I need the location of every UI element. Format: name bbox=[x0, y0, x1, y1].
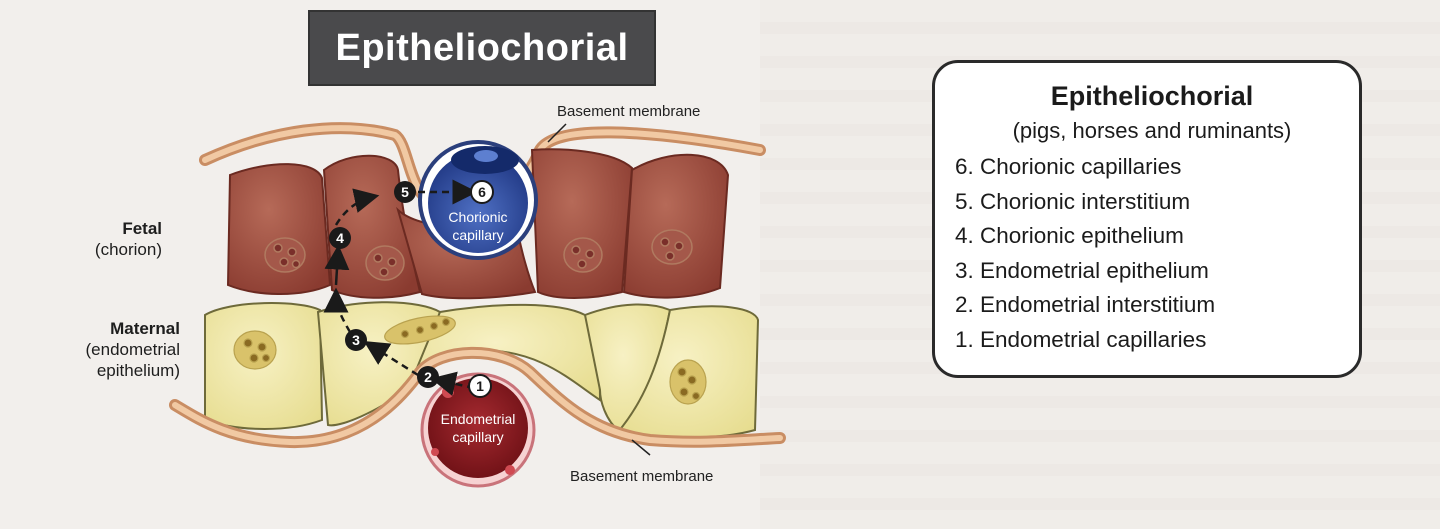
step-1: 1 bbox=[468, 374, 492, 398]
legend-item: 4. Chorionic epithelium bbox=[955, 223, 1184, 248]
maternal-label-sub2: epithelium) bbox=[96, 361, 180, 380]
legend-subtitle: (pigs, horses and ruminants) bbox=[1012, 118, 1292, 143]
fetal-cell bbox=[622, 153, 730, 299]
step-2: 2 bbox=[417, 366, 439, 388]
step-4: 4 bbox=[329, 227, 351, 249]
legend-title: Epitheliochorial bbox=[1050, 81, 1254, 111]
svg-text:6: 6 bbox=[478, 184, 486, 200]
transfer-pathway bbox=[323, 179, 478, 396]
chorionic-capillary-label-2: capillary bbox=[452, 227, 503, 243]
legend-item: 2. Endometrial interstitium bbox=[955, 292, 1216, 317]
svg-text:1: 1 bbox=[476, 378, 484, 394]
fetal-cell bbox=[226, 163, 332, 295]
legend-item: 5. Chorionic interstitium bbox=[955, 188, 1191, 214]
endometrial-capillary-label-2: capillary bbox=[452, 429, 503, 445]
maternal-label-sub1: (endometrial bbox=[85, 340, 181, 359]
diagram-title: Epitheliochorial bbox=[308, 10, 656, 86]
svg-text:4: 4 bbox=[336, 230, 344, 246]
step-5: 5 bbox=[394, 181, 416, 203]
fetal-label-title: Fetal bbox=[122, 219, 162, 238]
fetal-label: Fetal (chorion) bbox=[40, 218, 162, 260]
legend-box: Epitheliochorial (pigs, horses and rumin… bbox=[932, 60, 1362, 378]
legend-item: 1. Endometrial capillaries bbox=[955, 326, 1207, 352]
placenta-diagram: Chorionic capillary Endometrial capillar… bbox=[169, 122, 786, 488]
fetal-label-sub: (chorion) bbox=[94, 240, 162, 259]
maternal-label-title: Maternal bbox=[110, 319, 180, 338]
legend-list: 6. Chorionic capillaries 5. Chorionic in… bbox=[955, 150, 1339, 357]
svg-text:2: 2 bbox=[424, 369, 432, 385]
svg-text:3: 3 bbox=[352, 332, 360, 348]
basement-membrane-bottom-label: Basement membrane bbox=[570, 468, 714, 485]
step-3: 3 bbox=[345, 329, 367, 351]
step-markers: 1 2 3 4 5 6 bbox=[329, 180, 494, 398]
fetal-cell bbox=[530, 148, 634, 299]
chorionic-capillary-label-1: Chorionic bbox=[448, 209, 507, 225]
maternal-label: Maternal (endometrial epithelium) bbox=[40, 318, 181, 381]
step-6: 6 bbox=[470, 180, 494, 204]
endometrial-capillary: Endometrial capillary bbox=[420, 372, 536, 488]
legend-item: 6. Chorionic capillaries bbox=[955, 154, 1182, 179]
legend-item: 3. Endometrial epithelium bbox=[955, 257, 1209, 283]
svg-text:5: 5 bbox=[401, 184, 409, 200]
basement-membrane-top-label: Basement membrane bbox=[557, 103, 701, 120]
endometrial-capillary-label-1: Endometrial bbox=[441, 411, 516, 427]
